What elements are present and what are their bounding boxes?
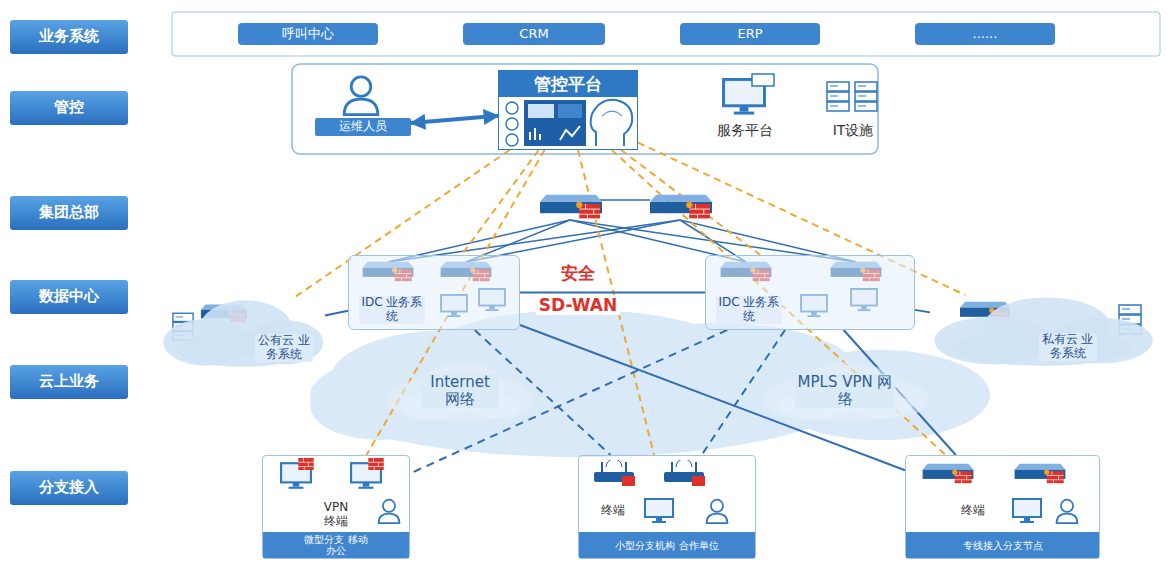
row-label: 管控 [10,91,128,125]
row-label: 分支接入 [10,471,128,505]
connector [325,311,348,316]
connector [410,330,727,474]
node-text: 公有云 业务系统 [255,334,313,362]
system-box: ...... [915,23,1055,45]
network-label-text: 安全 [558,263,598,283]
hq-links [388,200,856,262]
node-text: 私有云 业务系统 [1039,333,1097,361]
connector [915,310,930,312]
connector [520,325,905,470]
node-text: 微型分支 移动办公 [263,532,409,558]
node-text: 运维人员 [339,120,387,134]
node-text: 分支接入 [39,479,99,496]
node-text: 集团总部 [39,204,99,221]
node-text: 专线接入分支节点 [906,532,1099,558]
node-text: IDC 业务系统 [359,296,425,324]
network-label: SD-WAN [523,296,633,316]
node-text: 管控 [54,99,84,116]
network-label: 安全 [538,264,618,284]
connector [462,150,539,255]
node-text: 云上业务 [39,373,99,390]
system-box: 呼叫中心 [238,23,378,45]
branch-box: 终端小型分支机构 合作单位 [578,455,756,559]
node-text: 终端 [961,504,985,518]
connector [520,292,705,294]
business-bar [172,12,1160,56]
cloud-node: 私有云 业务系统 [930,295,1155,367]
icon-label: IT设施 [818,120,888,139]
node-text: 小型分支机构 合作单位 [579,532,755,558]
connector [612,150,946,455]
platform-box: 管控平台 [498,70,638,150]
connector [621,150,760,255]
idc-box: IDC 业务系统 [705,255,915,330]
network-label-text: SD-WAN [536,295,620,315]
node-text: ERP [737,27,762,42]
node-text: 管控平台 [534,71,602,97]
row-label: 云上业务 [10,365,128,399]
role-box: 运维人员 [315,118,411,136]
connector [411,116,498,123]
node-text: ...... [973,27,998,42]
management-panel [292,64,878,154]
icon-label-text: IT设施 [830,122,877,138]
node-text: 业务系统 [39,28,99,45]
row-label: 集团总部 [10,196,128,230]
node-text: CRM [519,27,548,42]
network-cloud: Internet 网络 [385,360,535,422]
node-text: MPLS VPN 网络 [795,374,895,409]
cloud-node: 公有云 业务系统 [160,298,325,368]
system-box: CRM [463,23,605,45]
idc-box: IDC 业务系统 [348,255,520,330]
icon-label-text: 服务平台 [714,122,776,138]
node-text: VPN 终端 [316,501,356,529]
node-text: 终端 [601,504,625,518]
row-label: 业务系统 [10,20,128,54]
branch-box: VPN 终端微型分支 移动办公 [262,455,410,559]
node-text: 呼叫中心 [282,27,334,42]
row-label: 数据中心 [10,280,128,314]
node-text: 数据中心 [39,288,99,305]
system-box: ERP [680,23,820,45]
icon-label: 服务平台 [700,120,790,139]
node-text: Internet 网络 [421,374,499,409]
network-cloud: MPLS VPN 网络 [760,360,930,422]
node-text: IDC 业务系统 [716,296,782,324]
branch-box: 终端专线接入分支节点 [905,455,1100,559]
